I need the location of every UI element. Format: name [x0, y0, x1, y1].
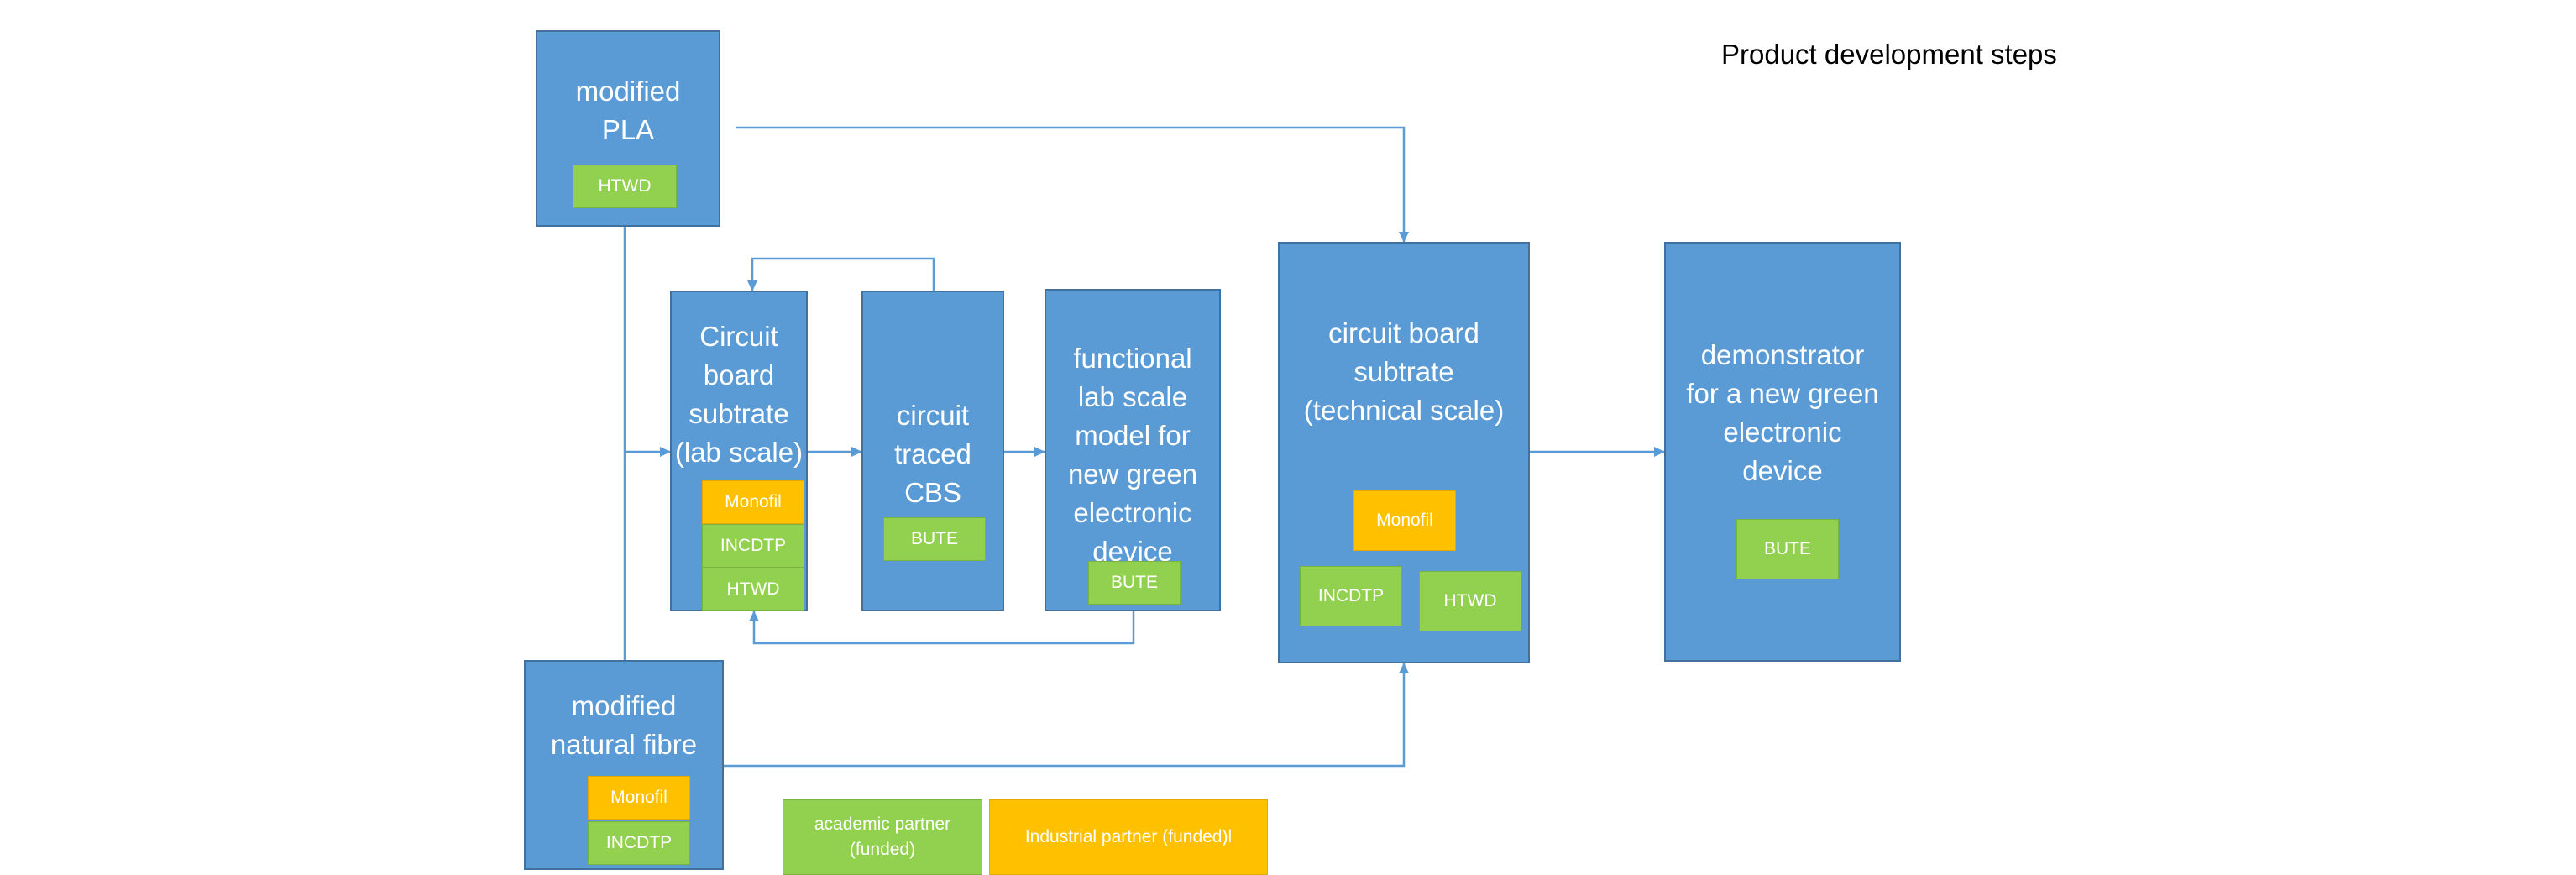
node-title-functional-lab-scale-model: functional lab scale model for new green…: [1046, 339, 1219, 571]
node-title-line: model for: [1075, 420, 1191, 451]
node-circuit-board-technical-scale: circuit board subtrate (technical scale)…: [1278, 242, 1530, 663]
node-title-line: board: [703, 359, 775, 390]
node-modified-pla: modified PLA HTWD: [536, 30, 720, 227]
node-title-line: demonstrator: [1700, 339, 1865, 370]
node-title-line: natural fibre: [550, 729, 698, 760]
node-title-line: (technical scale): [1303, 395, 1505, 426]
tag-monofil: Monofil: [1353, 490, 1456, 551]
node-title-line: lab scale: [1077, 381, 1188, 412]
node-title-line: circuit board: [1328, 317, 1479, 348]
tag-htwd: HTWD: [1419, 571, 1521, 631]
tag-monofil: Monofil: [588, 776, 690, 820]
node-title-line: for a new green: [1686, 378, 1879, 409]
node-title-line: circuit: [896, 400, 970, 431]
node-title-line: CBS: [904, 477, 961, 508]
connector-pla-to-tech-board: [736, 126, 1409, 243]
node-title-line: new green: [1067, 458, 1198, 490]
node-title-line: PLA: [601, 114, 655, 145]
connector-fibre-to-tech-board: [724, 663, 1409, 768]
node-title-modified-natural-fibre: modified natural fibre: [526, 687, 722, 764]
connector-traced-feedback: [747, 257, 935, 291]
node-title-circuit-traced-cbs: circuit traced CBS: [863, 396, 1003, 512]
node-title-line: device: [1742, 455, 1823, 486]
node-title-demonstrator: demonstrator for a new green electronic …: [1666, 336, 1899, 490]
legend-line: (funded): [849, 840, 916, 859]
node-circuit-traced-cbs: circuit traced CBS BUTE: [861, 291, 1004, 611]
node-title-line: (lab scale): [674, 437, 804, 468]
node-title-line: Circuit: [699, 321, 778, 352]
node-functional-lab-scale-model: functional lab scale model for new green…: [1045, 289, 1221, 611]
node-circuit-board-lab-scale: Circuit board subtrate (lab scale) Monof…: [670, 291, 808, 611]
legend-academic-partner: academic partner (funded): [783, 799, 982, 875]
tag-htwd: HTWD: [702, 568, 804, 611]
tag-incdtp: INCDTP: [588, 821, 690, 865]
node-title-line: modified: [575, 76, 681, 107]
tag-bute: BUTE: [1736, 519, 1839, 579]
node-title-line: electronic: [1073, 497, 1192, 528]
tag-incdtp: INCDTP: [702, 524, 804, 568]
node-title-line: modified: [571, 690, 677, 721]
tag-monofil: Monofil: [702, 480, 804, 524]
connector-functional-feedback: [749, 610, 1135, 645]
tag-incdtp: INCDTP: [1300, 566, 1402, 626]
tag-bute: BUTE: [1088, 561, 1181, 605]
node-title-line: subtrate: [1353, 356, 1454, 387]
tag-htwd: HTWD: [573, 165, 677, 208]
diagram-heading: Product development steps: [1721, 39, 2057, 70]
node-title-line: functional: [1073, 343, 1192, 374]
node-modified-natural-fibre: modified natural fibre Monofil INCDTP: [524, 660, 724, 870]
tag-bute: BUTE: [883, 517, 986, 561]
node-title-line: subtrate: [689, 398, 789, 429]
node-title-circuit-board-technical-scale: circuit board subtrate (technical scale): [1280, 314, 1528, 430]
node-demonstrator: demonstrator for a new green electronic …: [1664, 242, 1901, 662]
legend-industrial-partner: Industrial partner (funded)l: [989, 799, 1268, 875]
legend-line: Industrial partner (funded)l: [1024, 827, 1233, 846]
legend-line: academic partner: [814, 815, 951, 834]
node-title-circuit-board-lab-scale: Circuit board subtrate (lab scale): [672, 317, 806, 472]
node-title-line: traced: [894, 438, 971, 469]
node-title-modified-pla: modified PLA: [537, 72, 719, 149]
node-title-line: electronic: [1723, 417, 1842, 448]
